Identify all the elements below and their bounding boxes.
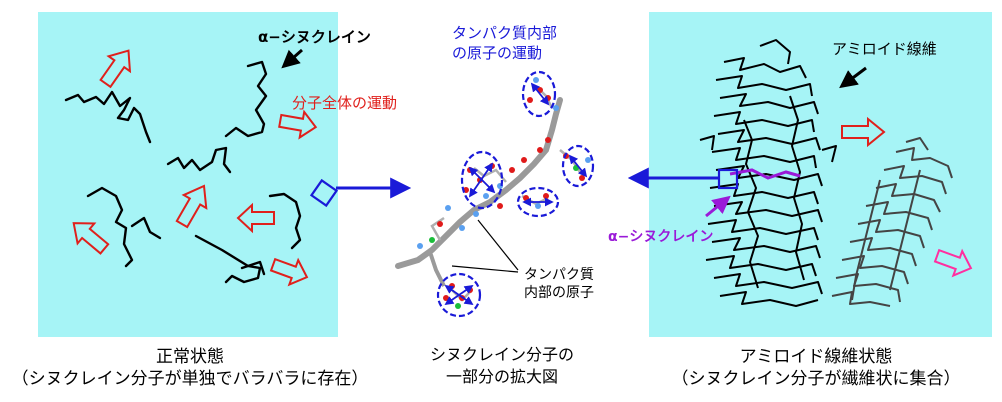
- internal-atoms-label-1: タンパク質: [524, 267, 594, 283]
- highlighted-synuclein-chain: [729, 168, 801, 180]
- amyloid-fiber-stack: [699, 39, 837, 307]
- alpha-synuclein-fiber-label: α−シヌクレイン: [608, 229, 714, 245]
- caption-normal-title: 正常状態: [156, 347, 224, 367]
- purple-pointer-arrow: [705, 195, 731, 218]
- molecule-motion-arrows: [72, 49, 318, 287]
- synuclein-pointer-arrow: [281, 48, 303, 69]
- isolated-chains: [64, 60, 302, 284]
- caption-enlarged-line1: シヌクレイン分子の: [429, 345, 574, 364]
- internal-motion-label-1: タンパク質内部: [452, 24, 558, 42]
- amyloid-fiber-panel: [649, 12, 992, 337]
- enlarged-molecule: [395, 70, 595, 318]
- fiber-motion-arrows: [841, 116, 973, 278]
- caption-enlarged-line2: 一部分の拡大図: [445, 367, 558, 386]
- alpha-synuclein-label: α−シヌクレイン: [258, 28, 371, 46]
- caption-normal-state: 正常状態 （シヌクレイン分子が単独でバラバラに存在）: [0, 346, 380, 390]
- whole-molecule-motion-label: 分子全体の運動: [292, 94, 398, 112]
- zoom-box-left: [309, 178, 339, 208]
- caption-amyloid-title: アミロイド線維状態: [739, 347, 893, 367]
- internal-motion-label-2: の原子の運動: [452, 44, 543, 62]
- fiber-pointer-arrow: [839, 66, 867, 89]
- amyloid-fiber-second: [831, 137, 953, 307]
- amyloid-fiber-label: アミロイド線維: [832, 40, 937, 58]
- caption-normal-desc: （シヌクレイン分子が単独でバラバラに存在）: [11, 369, 369, 389]
- caption-amyloid-state: アミロイド線維状態 （シヌクレイン分子が繊維状に集合）: [630, 346, 1002, 390]
- internal-atoms-label-2: 内部の原子: [524, 285, 594, 301]
- caption-amyloid-desc: （シヌクレイン分子が繊維状に集合）: [671, 369, 961, 389]
- caption-enlarged: シヌクレイン分子の 一部分の拡大図: [402, 344, 602, 388]
